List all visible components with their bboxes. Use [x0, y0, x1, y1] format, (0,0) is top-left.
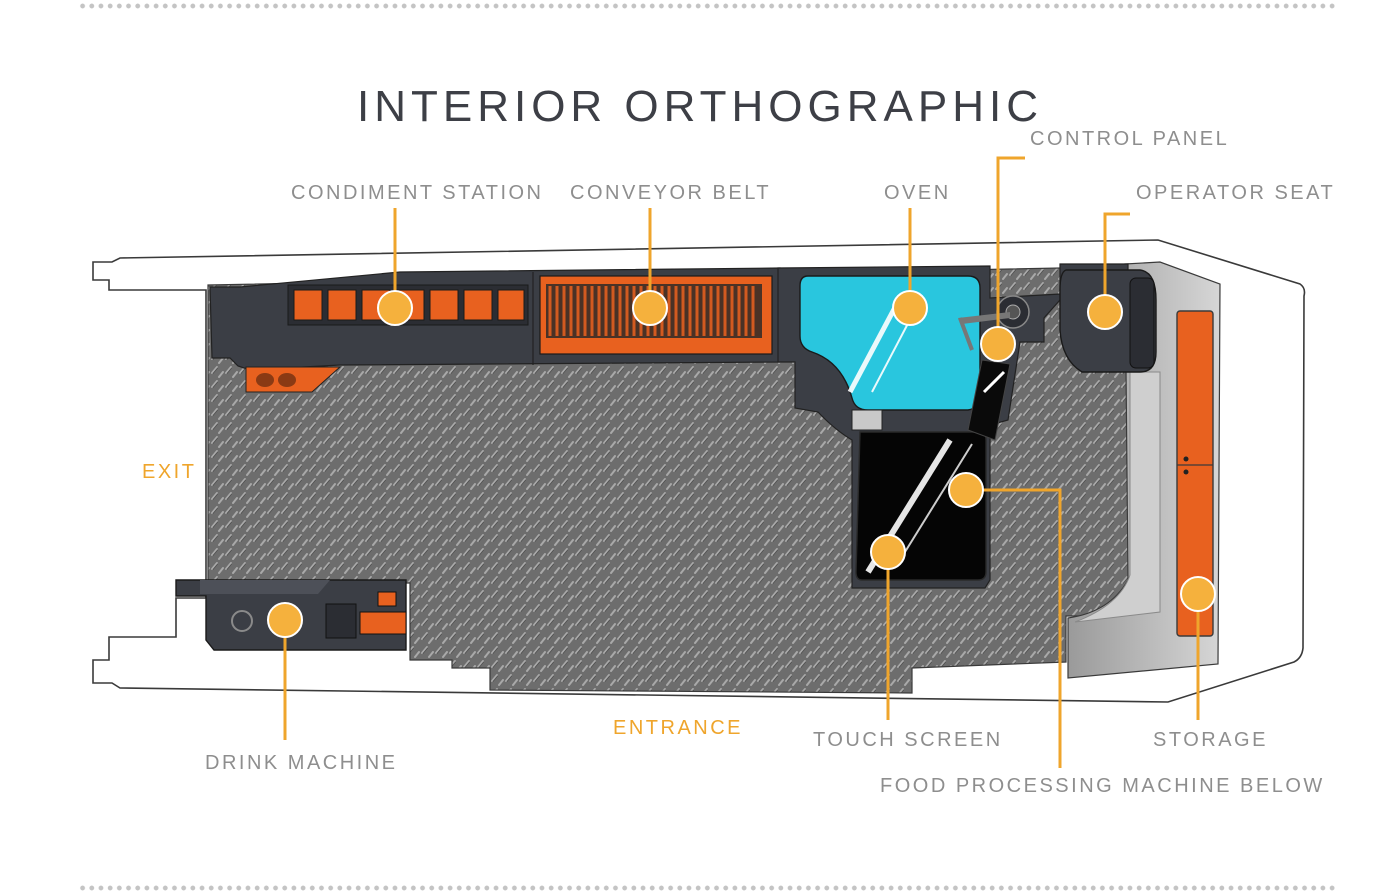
marker-control-panel [980, 326, 1016, 362]
leader-food-processing [966, 488, 1062, 768]
label-food-processing: FOOD PROCESSING MACHINE BELOW [880, 775, 1325, 797]
callout-markers [267, 290, 1216, 638]
marker-operator-seat [1087, 294, 1123, 330]
label-oven: OVEN [884, 182, 951, 204]
label-exit: EXIT [142, 461, 197, 483]
label-drink-machine: DRINK MACHINE [205, 752, 398, 774]
marker-conveyor [632, 290, 668, 326]
page-title: INTERIOR ORTHOGRAPHIC [356, 82, 1043, 131]
marker-food-processing [948, 472, 984, 508]
leader-operator-seat [1103, 212, 1130, 312]
label-touch-screen: TOUCH SCREEN [813, 729, 1003, 751]
label-entrance: ENTRANCE [613, 717, 744, 739]
marker-condiment [377, 290, 413, 326]
marker-oven [892, 290, 928, 326]
marker-storage [1180, 576, 1216, 612]
label-conveyor-belt: CONVEYOR BELT [570, 182, 772, 204]
marker-touch-screen [870, 534, 906, 570]
storage-cabinet [1067, 261, 1221, 679]
label-control-panel: CONTROL PANEL [1030, 128, 1230, 150]
marker-drink [267, 602, 303, 638]
label-operator-seat: OPERATOR SEAT [1136, 182, 1336, 204]
label-condiment-station: CONDIMENT STATION [291, 182, 544, 204]
bottom-dotted-divider [78, 884, 1338, 892]
leader-control-panel [996, 156, 1025, 344]
label-storage: STORAGE [1153, 729, 1268, 751]
top-dotted-divider [78, 2, 1338, 10]
